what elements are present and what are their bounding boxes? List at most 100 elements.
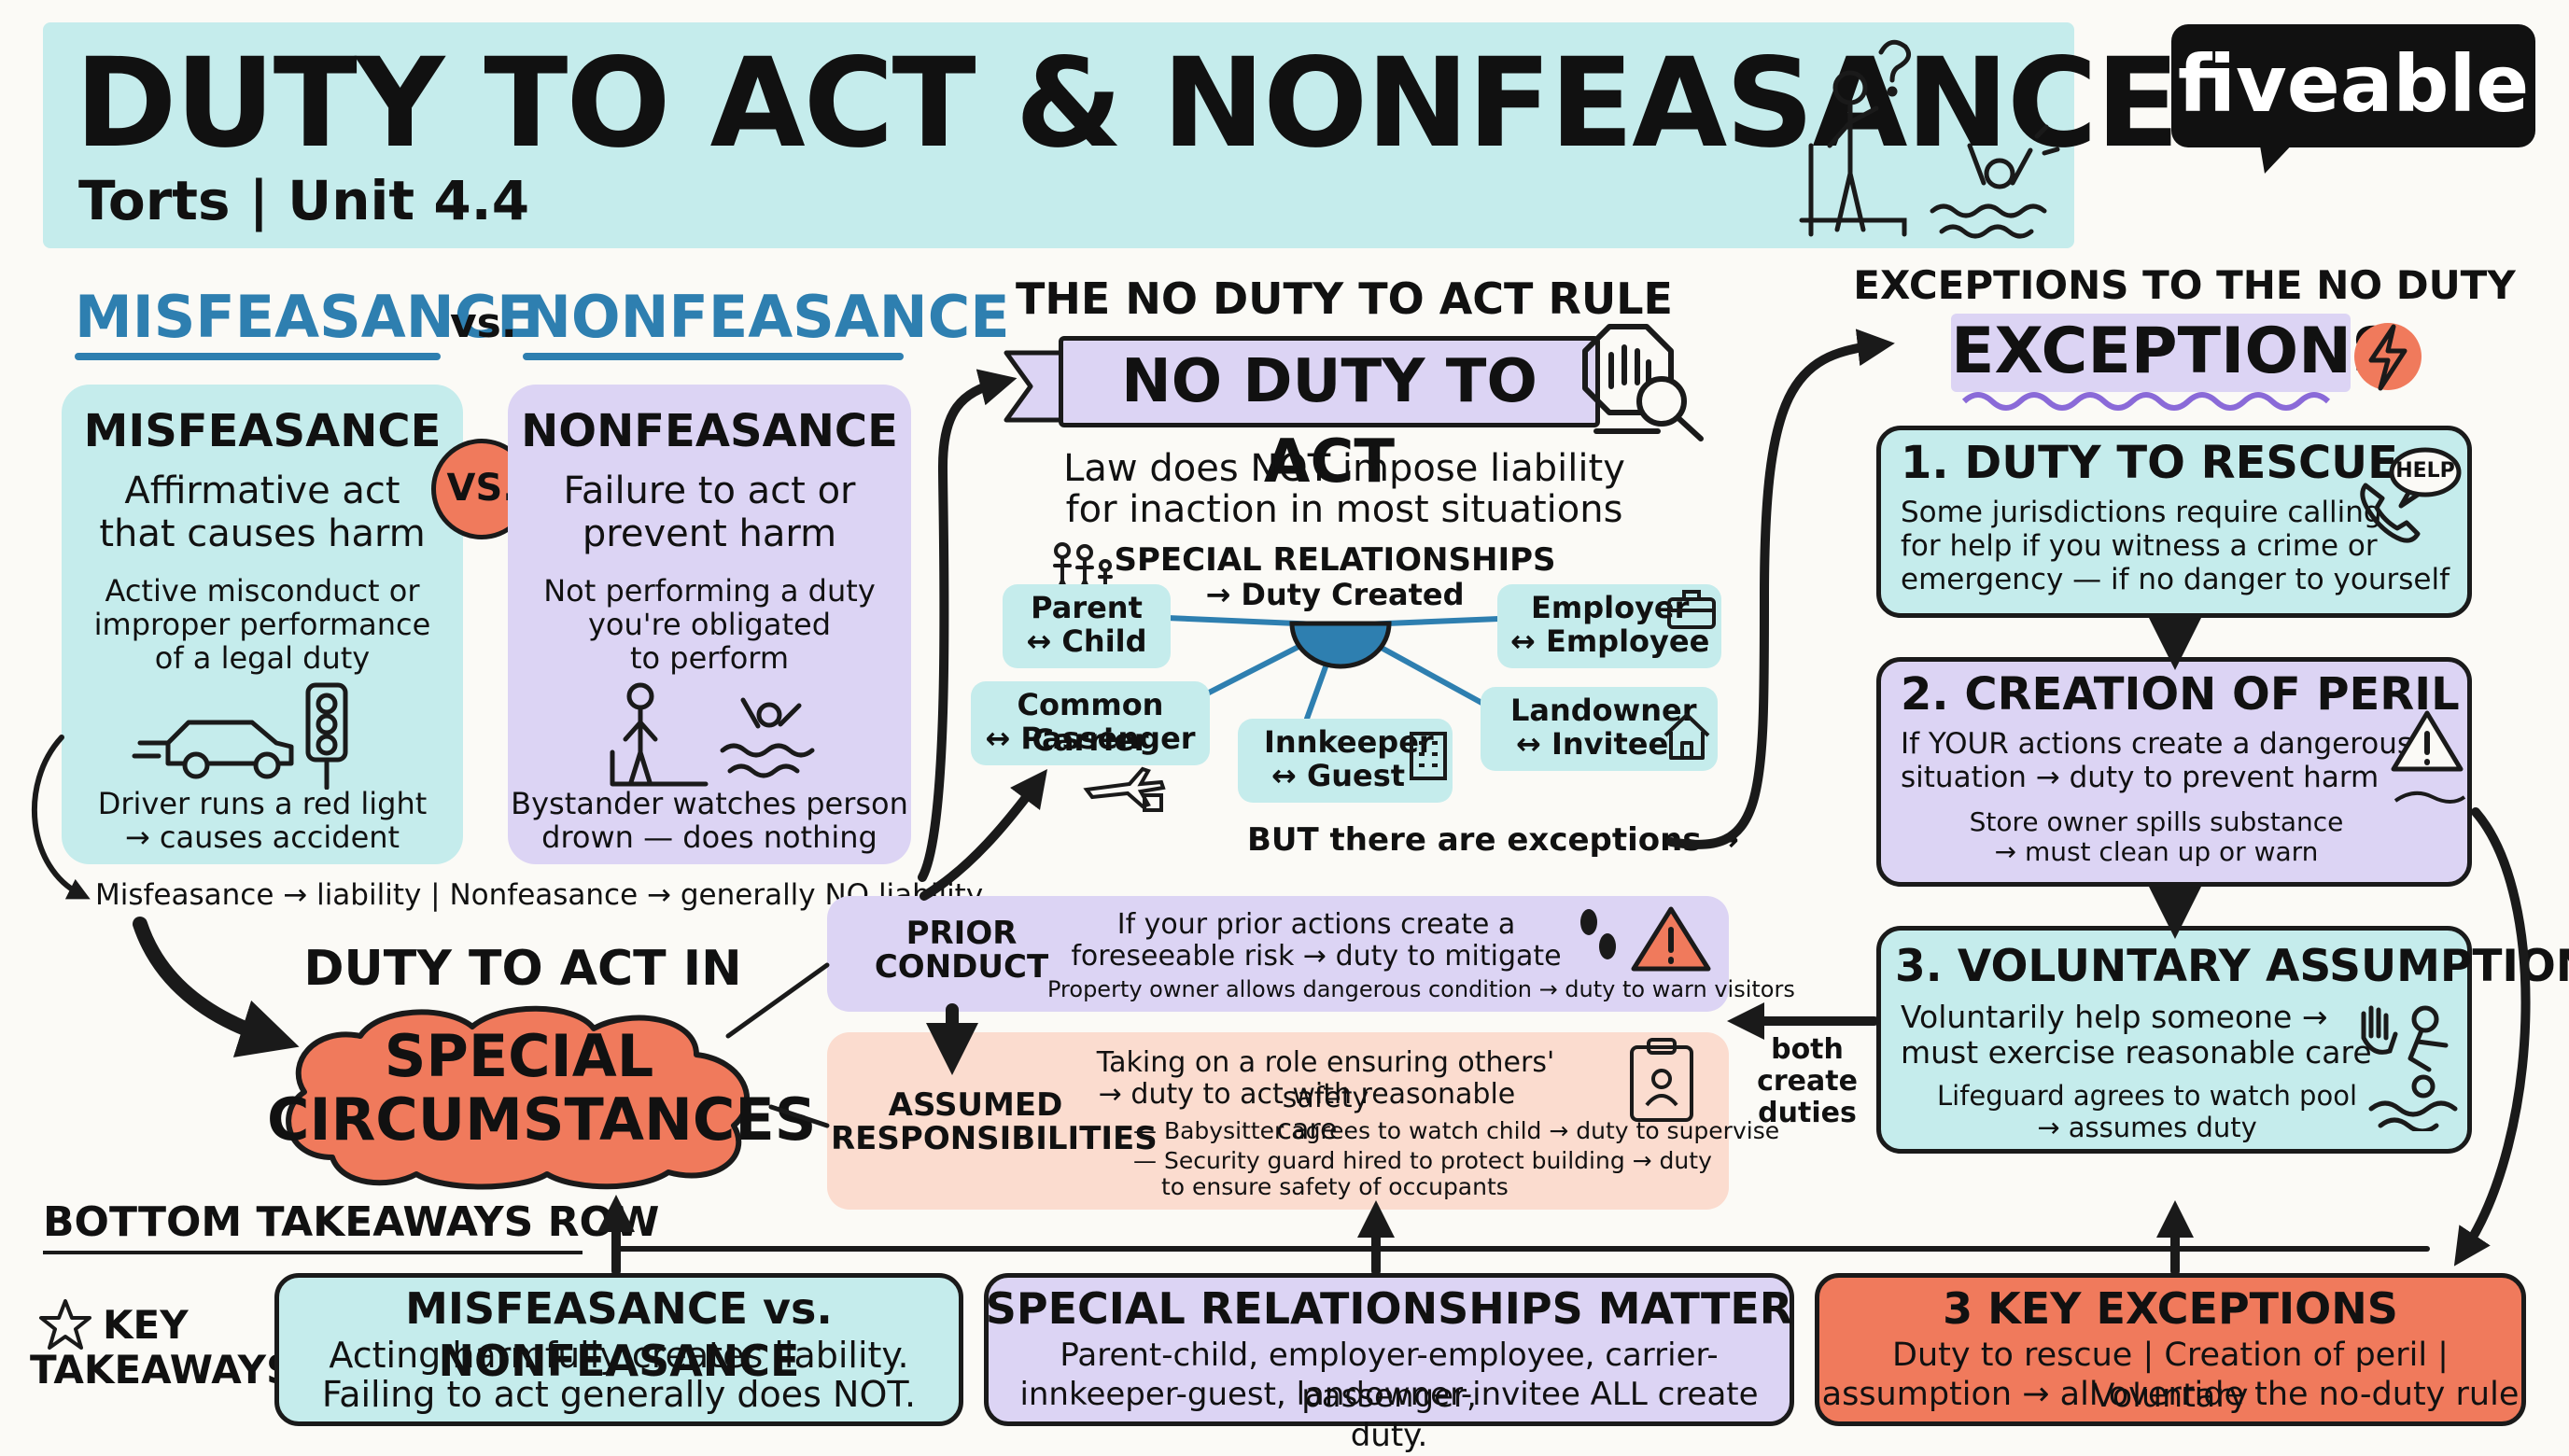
rel-parent: Parent [1031,590,1143,625]
rule-but-exceptions: BUT there are exceptions → [1247,821,1739,859]
rel-passenger: ↔ Passenger [985,721,1196,756]
nonfeasance-line2: prevent harm [582,512,837,555]
prior-conduct-example: Property owner allows dangerous conditio… [1047,976,1795,1002]
nonfeasance-title: NONFEASANCE [521,405,898,457]
assumed-example2: — Security guard hired to protect buildi… [1133,1147,1712,1174]
comparison-underline-right [523,353,904,360]
takeaway-3-card [1815,1273,2526,1426]
rel-child: ↔ Child [1026,623,1147,659]
rule-banner [1059,336,1600,427]
both-create-duties-2: create [1757,1065,1858,1098]
page-subtitle: Torts | Unit 4.4 [78,169,530,232]
rule-ribbon-tails [1004,350,1069,423]
assumed-example3: to ensure safety of occupants [1161,1173,1509,1200]
house-icon [1664,713,1710,760]
assumed-label2: RESPONSIBILITIES [831,1120,1158,1157]
exception-1-text1: Some jurisdictions require calling [1901,496,2382,529]
exception-1-text2: for help if you witness a crime or [1901,529,2378,563]
rule-desc1: Law does NOT impose liability [1063,447,1625,490]
nonfeasance-card [508,385,911,864]
logo-text: fiveable [2177,38,2530,130]
special-cloud-line1: SPECIAL [384,1022,654,1090]
special-cloud [286,1005,751,1190]
takeaway-2-card [984,1273,1794,1426]
key-label: KEY [103,1302,189,1348]
lifeguard-icon [2361,1005,2458,1131]
rule-banner-text: NO DUTY TO ACT [1121,347,1537,497]
nonfeasance-line1: Failure to act or [563,469,856,512]
relationships-hub [1164,615,1524,721]
phone-help-icon [2360,447,2462,543]
rel-employee: ↔ Employee [1510,623,1710,659]
bystander-drowning-icon [1799,39,2060,239]
comparison-heading-vs: vs. [450,300,517,347]
hotel-icon [1410,732,1447,780]
special-heading: DUTY TO ACT IN [303,941,742,997]
exception-2-text2: situation → duty to prevent harm [1901,761,2379,794]
misfeasance-card [62,385,463,864]
misfeasance-desc1: Active misconduct or [105,573,420,609]
clipboard-badge-icon [1630,1038,1693,1122]
family-icon [1053,542,1113,595]
star-icon [39,1299,91,1350]
exception-1-card [1876,426,2472,618]
vs-badge-text: VS. [446,467,517,510]
special-relationships-sub: → Duty Created [1205,577,1465,612]
misfeasance-example1: Driver runs a red light [97,786,428,821]
prior-conduct-box [827,896,1729,1012]
rel-carrier: Common Carrier [1017,687,1164,758]
lightning-icon [2354,323,2422,391]
warning-spill-icon [2391,710,2466,804]
takeaway-3-line1: Duty to rescue | Creation of peril | Vol… [1892,1337,2449,1415]
rel-innkeeper: Innkeeper [1264,724,1434,760]
both-create-duties-3: duties [1758,1097,1857,1129]
nonfeasance-example1: Bystander watches person [511,786,908,821]
logo-speech-tail [2259,140,2296,174]
misfeasance-title: MISFEASANCE [83,405,442,457]
prior-conduct-label1: PRIOR [905,915,1018,952]
takeaway-1-line2: Failing to act generally does NOT. [321,1374,917,1415]
prior-conduct-text2: foreseeable risk → duty to mitigate [1071,940,1562,973]
rel-carrier-passenger-pill [971,681,1210,765]
takeaway-2-title: SPECIAL RELATIONSHIPS MATTER [985,1283,1793,1334]
page-title: DUTY TO ACT & NONFEASANCE [75,32,2180,175]
exception-1-title: 1. DUTY TO RESCUE [1901,437,2398,489]
exception-2-title: 2. CREATION OF PERIL [1901,668,2460,721]
special-relationships-title: SPECIAL RELATIONSHIPS [1114,541,1556,579]
briefcase-icon [1667,590,1716,629]
takeaways-row-label: BOTTOM TAKEAWAYS ROW [43,1198,660,1246]
comparison-heading-left: MISFEASANCE [75,283,537,351]
takeaway-1-card [274,1273,963,1426]
exceptions-banner-text: EXCEPTIONS [1951,315,2398,388]
exception-3-text1: Voluntarily help someone → [1901,999,2328,1035]
exception-3-example1: Lifeguard agrees to watch pool [1936,1080,2358,1112]
misfeasance-line2: that causes harm [99,512,426,555]
special-cloud-line2: CIRCUMSTANCES [267,1085,817,1154]
rel-invitee: ↔ Invitee [1516,726,1669,762]
assumed-label1: ASSUMED [888,1086,1063,1124]
nonfeasance-desc2: you're obligated [587,607,832,642]
stop-hand-magnifier-icon [1582,324,1704,441]
exception-3-card [1876,926,2472,1154]
header-banner [43,22,2074,248]
exception-3-example2: → assumes duty [2037,1112,2257,1143]
exception-3-text2: must exercise reasonable care [1901,1034,2372,1071]
rel-guest: ↔ Guest [1271,758,1406,793]
exception-2-text1: If YOUR actions create a dangerous [1901,727,2413,761]
rule-desc2: for inaction in most situations [1065,488,1623,531]
exception-2-example1: Store owner spills substance [1969,806,2344,837]
misfeasance-desc2: improper performance [93,607,431,642]
assumed-text2: → duty to act with reasonable care [1098,1078,1516,1146]
assumed-text1: Taking on a role ensuring others' safety [1096,1046,1555,1114]
rule-heading: THE NO DUTY TO ACT RULE [1016,273,1673,324]
misfeasance-example2: → causes accident [124,819,400,855]
comparison-underline-left [75,353,441,360]
bystander-swimmer-icon [610,682,815,787]
prior-conduct-text1: If your prior actions create a [1116,908,1516,941]
misfeasance-line1: Affirmative act [124,469,400,512]
exception-1-text3: emergency — if no danger to yourself [1901,563,2450,596]
takeaway-3-title: 3 KEY EXCEPTIONS [1943,1283,2398,1334]
both-create-duties-1: both [1771,1033,1844,1066]
nonfeasance-desc3: to perform [629,640,790,676]
